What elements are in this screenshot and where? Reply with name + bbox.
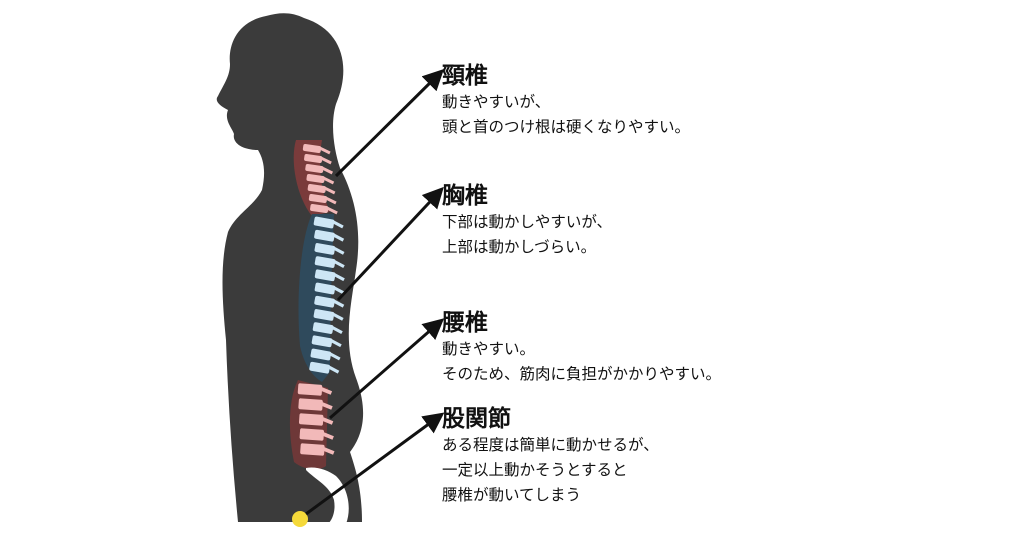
- arrow-cervical: [334, 69, 444, 178]
- arrow-thoracic: [336, 186, 444, 302]
- cervical-vertebra: [307, 184, 326, 193]
- cervical-vertebra: [308, 194, 328, 203]
- thoracic-vertebra-process: [331, 312, 344, 321]
- thoracic-vertebra: [314, 256, 336, 268]
- cervical-vertebra-process: [323, 186, 336, 195]
- cervical-vertebra-process: [325, 206, 338, 215]
- thoracic-label: 胸椎 下部は動かしやすいが、 上部は動かしづらい。: [442, 182, 612, 260]
- arrow-lumbar: [329, 318, 445, 420]
- lumbar-vertebra-process: [319, 386, 333, 395]
- thoracic-vertebra: [312, 322, 334, 334]
- thoracic-vertebra-process: [327, 365, 340, 374]
- cervical-label: 頸椎 動きやすいが、 頭と首のつけ根は硬くなりやすい。: [442, 62, 690, 140]
- thoracic-vertebra-process: [332, 259, 345, 268]
- thoracic-vertebra-process: [332, 246, 345, 255]
- thoracic-vertebra-process: [331, 219, 344, 229]
- cervical-vertebra: [304, 154, 323, 163]
- cervical-vertebra: [305, 164, 324, 173]
- cervical-vertebra-process: [318, 146, 331, 155]
- hip-desc-line-1: ある程度は簡単に動かせるが、: [442, 436, 659, 454]
- cervical-desc-line-1: 動きやすいが、: [442, 93, 551, 111]
- hip-joint-marker: [292, 511, 308, 527]
- thoracic-vertebra: [309, 361, 330, 374]
- lumbar-label: 腰椎 動きやすい。 そのため、筋肉に負担がかかりやすい。: [442, 309, 721, 387]
- thoracic-title: 胸椎: [442, 183, 488, 209]
- thoracic-vertebra-process: [329, 338, 342, 348]
- spine-vertebrae: [297, 144, 345, 456]
- lumbar-desc-line-1: 動きやすい。: [442, 340, 536, 358]
- hip-title: 股関節: [442, 406, 511, 432]
- thoracic-vertebra-process: [330, 325, 343, 334]
- lumbar-vertebra: [299, 428, 325, 441]
- thoracic-desc-line-2: 上部は動かしづらい。: [442, 238, 597, 256]
- lumbar-vertebra: [297, 383, 323, 396]
- thoracic-vertebra: [314, 269, 336, 282]
- lumbar-vertebra: [298, 413, 324, 426]
- arrow-hip: [305, 412, 445, 516]
- thoracic-vertebra-process: [332, 233, 345, 242]
- lumbar-desc-line-2: そのため、筋肉に負担がかかりやすい。: [442, 365, 722, 383]
- cervical-vertebra-process: [322, 176, 335, 185]
- thoracic-desc-line-1: 下部は動かしやすいが、: [442, 213, 613, 231]
- thoracic-vertebra: [311, 335, 333, 348]
- thoracic-vertebra: [314, 229, 335, 242]
- lumbar-vertebra-process: [321, 431, 334, 440]
- thoracic-vertebra: [310, 348, 332, 361]
- cervical-vertebra-process: [319, 156, 332, 165]
- hip-label: 股関節 ある程度は簡単に動かせるが、 一定以上動かそうとすると 腰椎が動いてしま…: [442, 405, 659, 508]
- lumbar-vertebra-process: [321, 446, 335, 455]
- lumbar-vertebra: [298, 398, 323, 411]
- thoracic-vertebra: [314, 282, 336, 295]
- body-silhouette: [216, 13, 364, 522]
- lumbar-vertebra-process: [320, 416, 334, 425]
- cervical-vertebra: [306, 174, 325, 183]
- thoracic-vertebra-process: [332, 285, 345, 295]
- cervical-vertebra: [310, 204, 329, 213]
- lumbar-vertebra: [300, 443, 325, 456]
- cervical-desc-line-2: 頭と首のつけ根は硬くなりやすい。: [442, 118, 691, 136]
- thoracic-vertebra: [313, 309, 335, 321]
- hip-desc-line-3: 腰椎が動いてしまう: [442, 486, 582, 504]
- lumbar-title: 腰椎: [442, 310, 488, 336]
- thoracic-vertebra: [314, 295, 335, 308]
- thoracic-vertebra-process: [332, 299, 345, 308]
- cervical-title: 頸椎: [442, 63, 488, 89]
- hip-desc-line-2: 一定以上動かそうとすると: [442, 461, 628, 479]
- thoracic-vertebra: [314, 243, 336, 255]
- cervical-vertebra-process: [324, 196, 337, 205]
- thoracic-vertebra-process: [328, 351, 341, 361]
- cervical-vertebra-process: [320, 166, 334, 175]
- thoracic-vertebra: [313, 216, 335, 229]
- sacrum: [306, 467, 349, 524]
- cervical-vertebra: [302, 144, 322, 153]
- lumbar-vertebra-process: [320, 401, 333, 410]
- thoracic-vertebra-process: [332, 272, 345, 282]
